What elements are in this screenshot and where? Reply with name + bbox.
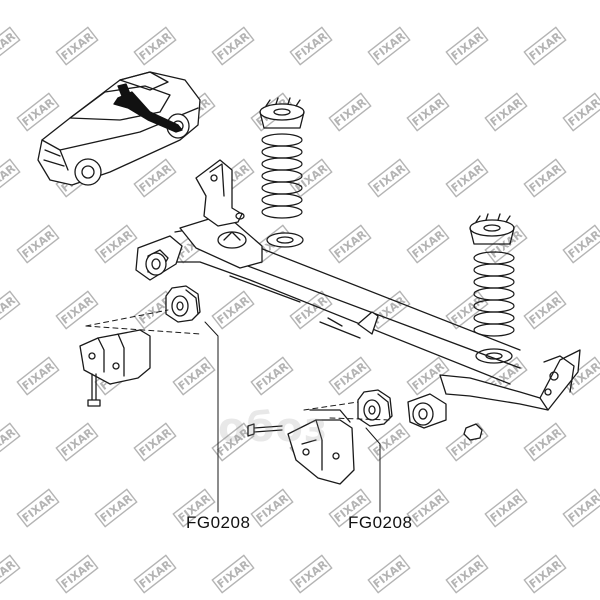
part-number-left-label: FG0208 <box>186 513 251 532</box>
leader-lines <box>85 309 391 421</box>
callout-lines <box>204 321 381 513</box>
left-coil-spring <box>259 97 305 248</box>
right-coil-spring <box>469 213 515 364</box>
right-bushing <box>357 389 393 427</box>
left-mount-bracket <box>79 329 151 407</box>
rear-axle-beam <box>135 159 581 441</box>
right-mount-bracket <box>247 409 355 485</box>
left-bushing <box>165 285 201 323</box>
part-number-right-label: FG0208 <box>348 513 413 532</box>
brand-watermark: ᴏбᴏз <box>218 405 329 451</box>
car-thumbnail <box>37 71 201 186</box>
